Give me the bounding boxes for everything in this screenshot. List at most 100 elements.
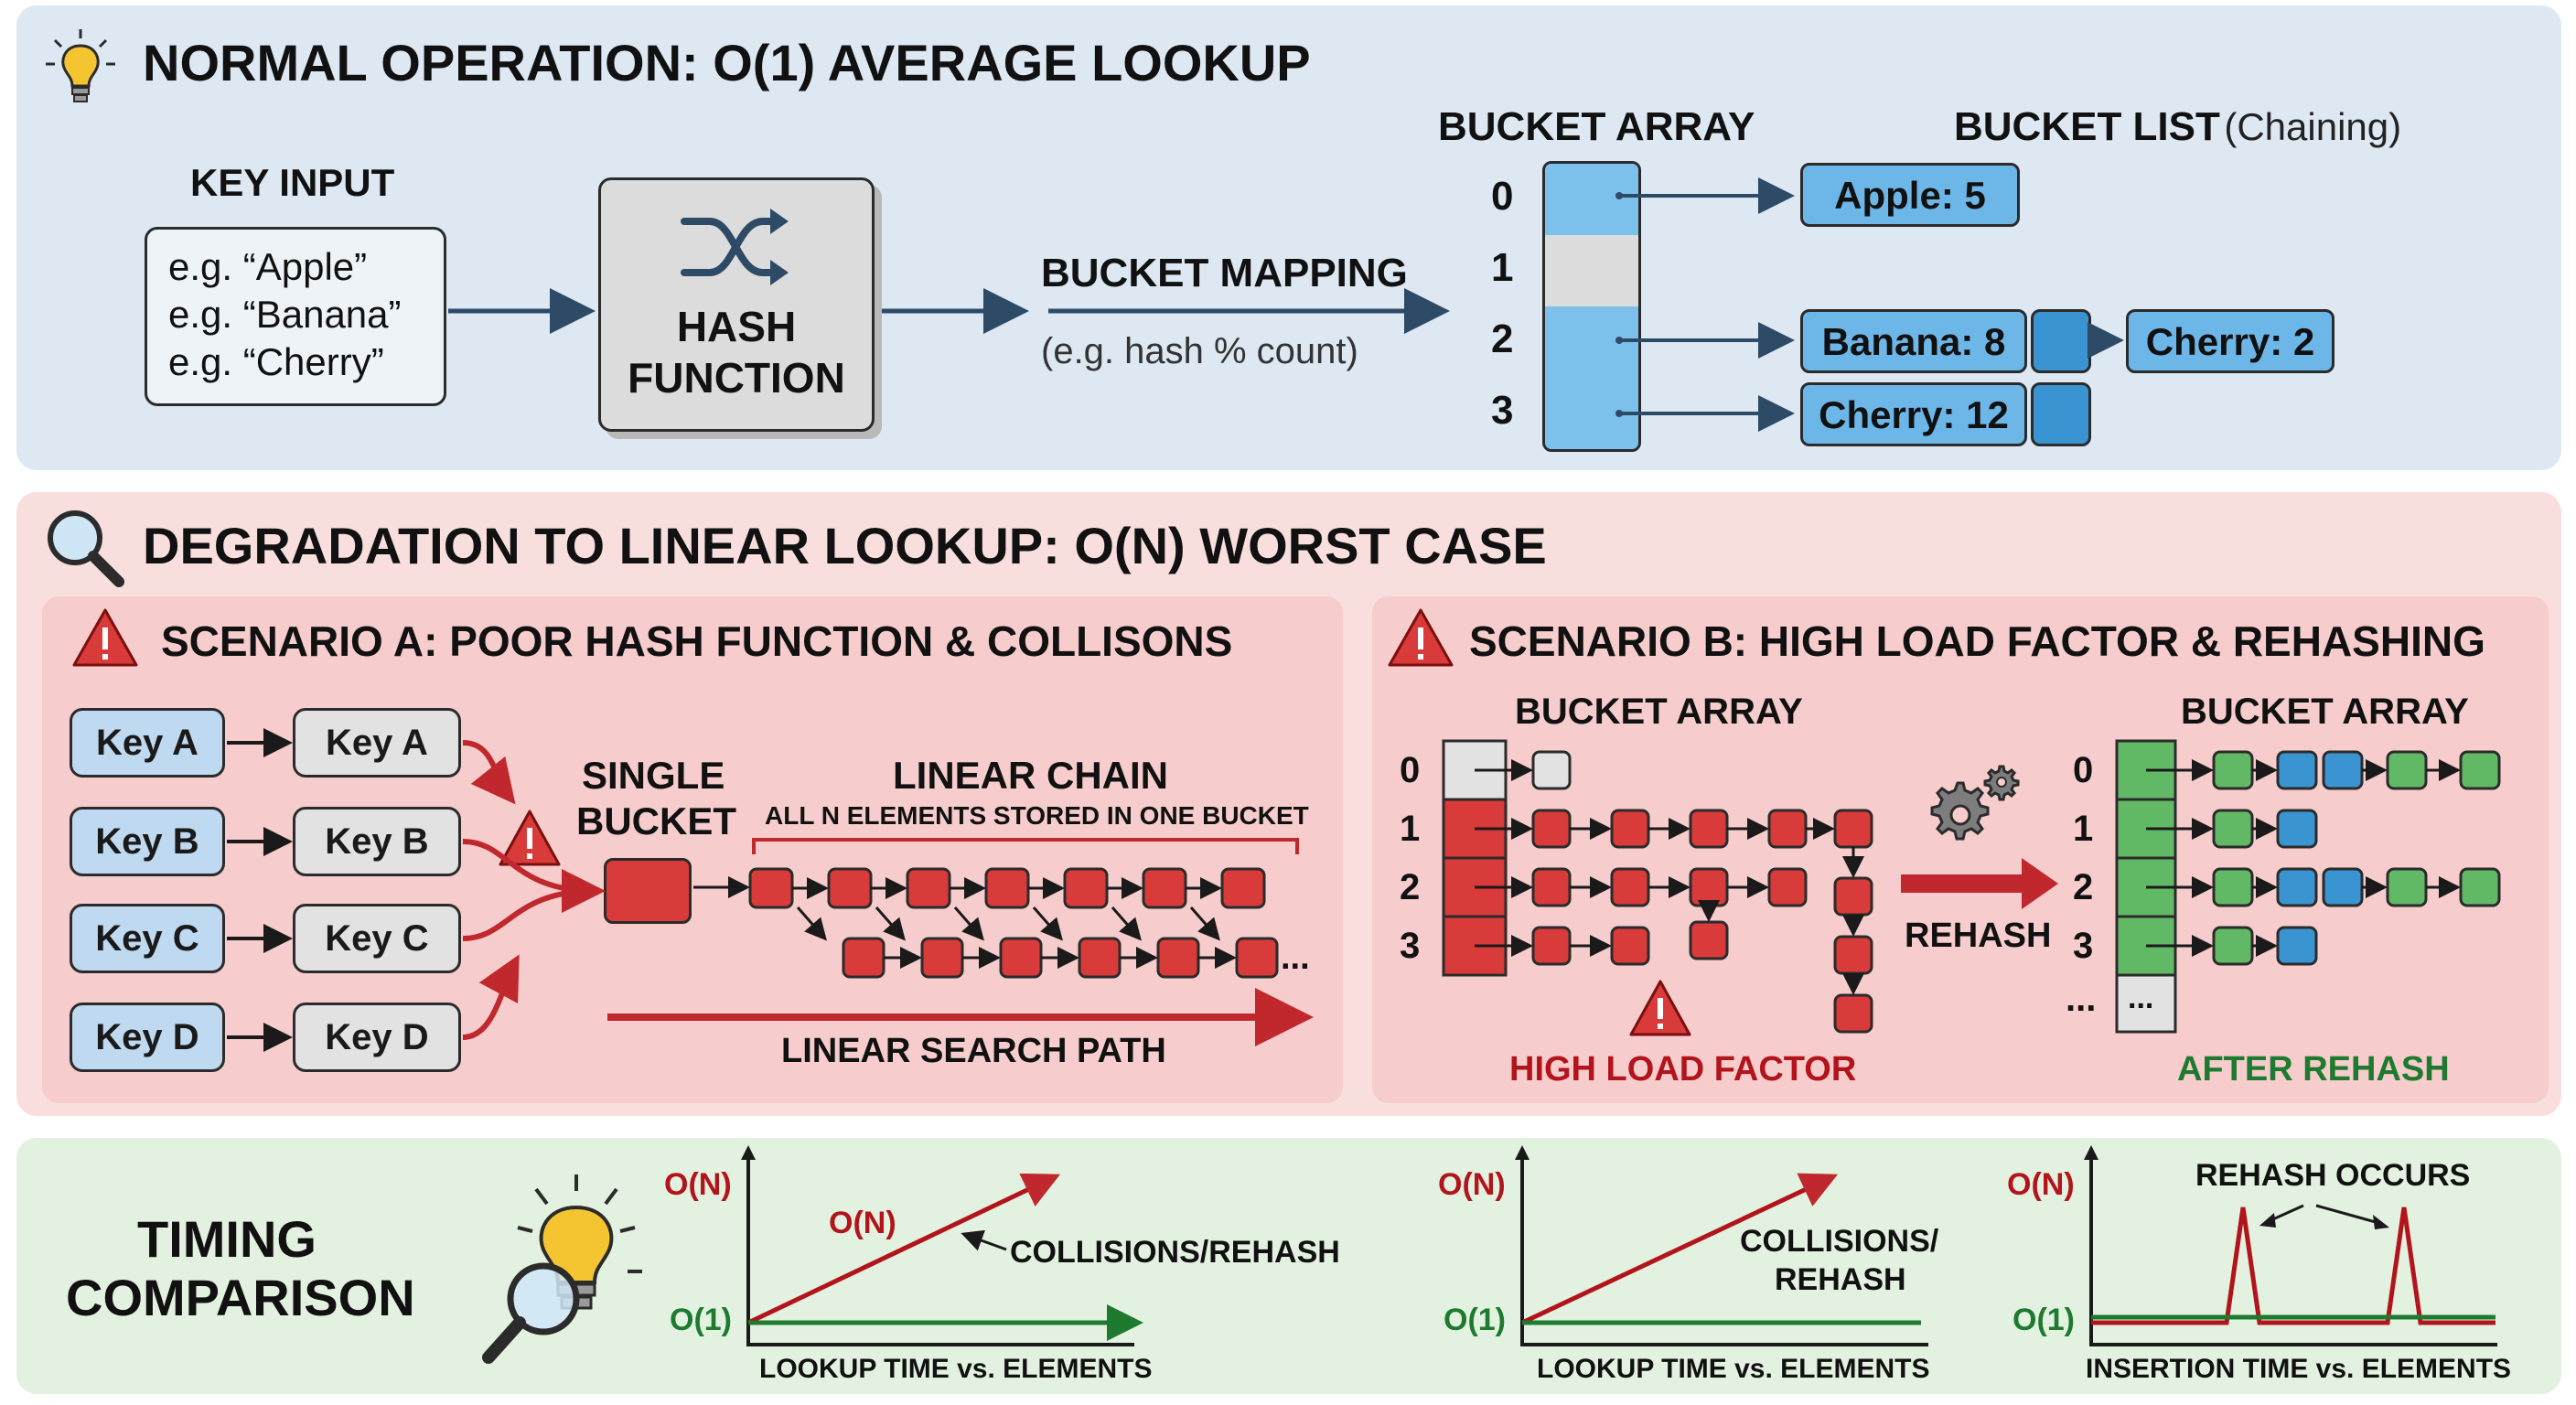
b-right-node [2276, 867, 2318, 907]
entry-apple-text: Apple: 5 [1834, 174, 1986, 217]
b-left-node [1767, 867, 1808, 907]
chain-link [796, 906, 827, 941]
entry-cherry12-text: Cherry: 12 [1819, 393, 2009, 436]
key-a-hashed: Key A [293, 708, 461, 778]
middle-title: DEGRADATION TO LINEAR LOOKUP: O(N) WORST… [143, 517, 1547, 574]
entry-cherry12-pointer [2031, 382, 2091, 446]
chart3-axes [2089, 1154, 2497, 1346]
chain-link [1111, 906, 1142, 941]
chart3-xlabel: INSERTION TIME vs. ELEMENTS [2086, 1354, 2512, 1384]
entry-banana-text: Banana: 8 [1821, 320, 2006, 363]
chart1-y-top: O(N) [664, 1167, 732, 1202]
b-right-node [2276, 926, 2318, 966]
top-index-2: 2 [1491, 316, 1514, 361]
chart2-y-top: O(N) [1438, 1167, 1506, 1202]
b-left-index-0: 0 [1400, 750, 1421, 790]
chart2-on-line [1520, 1173, 1839, 1325]
rehash-arrow [1901, 858, 2058, 909]
b-right-chains [2146, 750, 2501, 966]
b-right-index-2: 2 [2073, 867, 2094, 907]
b-left-node [1689, 920, 1729, 960]
single-bucket-box [604, 858, 692, 924]
chart2-axes [1520, 1154, 1928, 1346]
chain-node [1235, 937, 1279, 979]
chart3-spikes [2091, 1207, 2496, 1325]
chart1-axes [746, 1154, 1134, 1346]
key-example-cherry: e.g. “Cherry” [168, 340, 384, 383]
hash-function-line2: FUNCTION [628, 354, 845, 402]
bucket-list-sub: (Chaining) [2224, 105, 2402, 148]
chart1-annotation-arrow [961, 1229, 1007, 1251]
top-bucket-1 [1545, 235, 1638, 309]
entry-cherry2 [2126, 309, 2334, 373]
b-right-index-3: 3 [2073, 926, 2094, 966]
chain-link [1189, 906, 1220, 941]
linear-search-path-label: LINEAR SEARCH PATH [781, 1032, 1166, 1070]
after-rehash-label: AFTER REHASH [2177, 1050, 2450, 1089]
linear-chain-sub: ALL N ELEMENTS STORED IN ONE BUCKET [765, 801, 1309, 830]
scenario-a-title: SCENARIO A: POOR HASH FUNCTION & COLLISO… [161, 617, 1233, 665]
bucket-list-label: BUCKET LIST [1954, 104, 2220, 149]
key-b-hashed: Key B [293, 807, 461, 876]
chart2-annotation-l1: COLLISIONS/ [1740, 1224, 1939, 1259]
key-input-label: KEY INPUT [190, 161, 395, 204]
bucket-array-label: BUCKET ARRAY [1438, 104, 1755, 149]
b-right-node [2459, 750, 2501, 790]
entry-apple [1800, 163, 2020, 227]
scenario-b-title: SCENARIO B: HIGH LOAD FACTOR & REHASHING [1469, 617, 2485, 665]
entry-banana [1800, 309, 2027, 373]
scenario-b-bucket-array-right: BUCKET ARRAY [2181, 692, 2469, 732]
top-bucket-0 [1545, 164, 1638, 238]
b-left-index-2: 2 [1400, 867, 1421, 907]
bucket-mapping-label: BUCKET MAPPING [1041, 251, 1408, 295]
high-load-label: HIGH LOAD FACTOR [1509, 1050, 1857, 1089]
top-title: NORMAL OPERATION: O(1) AVERAGE LOOKUP [143, 34, 1311, 91]
key-c-input: Key C [70, 904, 225, 973]
single-bucket-l1: SINGLE [582, 754, 725, 797]
chain-bottom-row [796, 906, 1279, 979]
chart1-line-label: O(N) [829, 1206, 896, 1240]
top-index-1: 1 [1491, 245, 1514, 290]
chart1-on-line [746, 1173, 1061, 1325]
key-c-hashed: Key C [293, 904, 461, 973]
top-index-0: 0 [1491, 174, 1514, 219]
entry-cherry2-text: Cherry: 2 [2145, 320, 2315, 363]
warning-icon-a [71, 607, 139, 668]
key-a-input: Key A [70, 708, 225, 778]
chart1-xlabel: LOOKUP TIME vs. ELEMENTS [759, 1354, 1153, 1384]
key-d-input: Key D [70, 1003, 225, 1072]
b-right-bucket-more-text: ... [2128, 981, 2154, 1015]
chain-top-row [748, 867, 1266, 909]
chart1-annotation: COLLISIONS/REHASH [1010, 1235, 1340, 1270]
b-left-index-1: 1 [1400, 809, 1421, 849]
entry-cherry12 [1800, 382, 2027, 446]
chart3-y-top: O(N) [2007, 1167, 2075, 1202]
b-right-node [2276, 809, 2318, 849]
chain-link [1032, 906, 1063, 941]
key-d-hashed: Key D [293, 1003, 461, 1072]
chart3-y-bottom: O(1) [2012, 1303, 2075, 1337]
scenario-b-panel [1372, 596, 2549, 1103]
gear-icon [1921, 765, 2022, 853]
bucket-mapping-sub: (e.g. hash % count) [1041, 331, 1358, 371]
chain-link [875, 906, 906, 941]
bucket-list-heading: BUCKET LIST (Chaining) [1954, 104, 2401, 150]
chain-node [1220, 867, 1266, 909]
b-left-node [1610, 926, 1650, 966]
b-right-ellipsis: ... [2066, 979, 2097, 1019]
b-right-bucket-more [2115, 973, 2177, 1034]
chain-link [953, 906, 984, 941]
hash-function-box [598, 177, 875, 432]
chart3-annotation: REHASH OCCURS [2195, 1158, 2471, 1193]
warning-icon-collision [498, 809, 562, 867]
hash-function-line1: HASH [676, 303, 797, 350]
b-left-index-3: 3 [1400, 926, 1421, 966]
key-example-banana: e.g. “Banana” [168, 293, 402, 336]
key-input-box [145, 227, 446, 406]
lightbulb-magnifier-icon [476, 1171, 659, 1372]
b-right-node [2459, 867, 2501, 907]
warning-icon-high-load [1628, 979, 1692, 1037]
chart2-xlabel: LOOKUP TIME vs. ELEMENTS [1537, 1354, 1930, 1384]
